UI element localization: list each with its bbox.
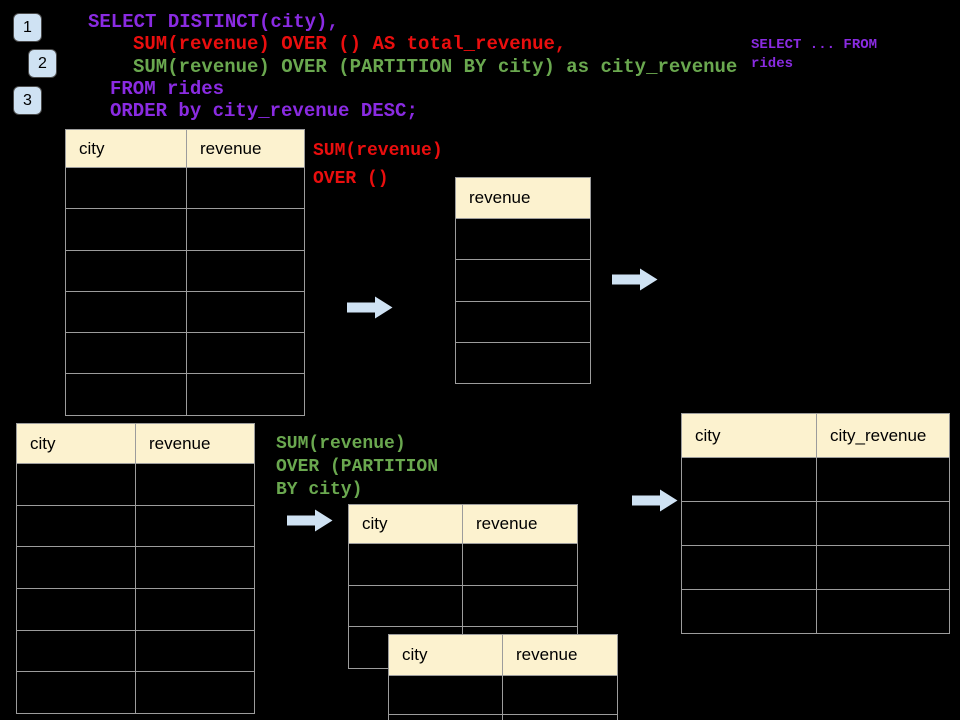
column-header-revenue: revenue	[135, 423, 255, 464]
column-header-city: city	[348, 504, 463, 544]
column-header-city: city	[388, 634, 503, 676]
column-header-revenue: revenue	[455, 177, 591, 219]
arrow-right-icon	[612, 268, 658, 291]
table-row	[16, 671, 255, 715]
step-badge-3: 3	[13, 86, 42, 115]
table-row	[348, 543, 578, 586]
column-header-city: city	[65, 129, 187, 168]
table-row	[16, 629, 255, 673]
table-row	[681, 457, 950, 502]
column-header-city: city	[681, 413, 817, 458]
source-table-bottom: city revenue	[16, 423, 255, 715]
table-row	[681, 545, 950, 590]
column-header-revenue: revenue	[502, 634, 618, 676]
table-row	[65, 208, 305, 251]
table-row	[455, 341, 591, 385]
partition-table-front: city revenue	[388, 634, 618, 720]
table-row	[681, 501, 950, 546]
step-badge-2: 2	[28, 49, 57, 78]
step-badge-1-label: 1	[23, 18, 32, 36]
step-badge-2-label: 2	[38, 54, 47, 72]
table-row	[388, 675, 618, 715]
sql-line-order-by: ORDER by city_revenue DESC;	[110, 100, 418, 122]
source-table-top: city revenue	[65, 129, 305, 416]
column-header-revenue: revenue	[186, 129, 305, 168]
step-badge-1: 1	[13, 13, 42, 42]
partition-table-back: city revenue	[348, 504, 578, 670]
result-table-city-revenue: city city_revenue	[681, 413, 950, 634]
arrow-right-icon	[632, 489, 678, 512]
table-row	[16, 588, 255, 631]
table-row	[455, 259, 591, 302]
table-row	[455, 300, 591, 343]
table-row	[65, 332, 305, 375]
table-row	[65, 166, 305, 210]
total-revenue-table: revenue	[455, 177, 591, 385]
sql-snippet-select-from-rides: SELECT ... FROM rides	[751, 37, 878, 72]
column-header-city: city	[16, 423, 136, 464]
sql-line-city-revenue: SUM(revenue) OVER (PARTITION BY city) as…	[133, 56, 738, 78]
table-row	[681, 589, 950, 634]
sql-line-total-revenue: SUM(revenue) OVER () AS total_revenue,	[133, 33, 567, 55]
table-row	[388, 714, 618, 720]
table-row	[455, 217, 591, 261]
arrow-right-icon	[287, 509, 333, 532]
table-row	[65, 373, 305, 416]
table-row	[65, 249, 305, 292]
sql-line-from: FROM rides	[110, 78, 225, 100]
step-badge-3-label: 3	[23, 91, 32, 109]
label-sum-over-all: SUM(revenue) OVER ()	[313, 141, 443, 189]
arrow-right-icon	[347, 296, 393, 319]
table-row	[16, 504, 255, 548]
table-row	[16, 463, 255, 506]
column-header-city-revenue: city_revenue	[816, 413, 950, 458]
table-row	[348, 584, 578, 628]
label-sum-over-partition: SUM(revenue) OVER (PARTITION BY city)	[276, 434, 439, 500]
table-row	[16, 546, 255, 590]
table-row	[65, 290, 305, 334]
column-header-revenue: revenue	[462, 504, 578, 544]
sql-line-select: SELECT DISTINCT(city),	[88, 11, 339, 33]
